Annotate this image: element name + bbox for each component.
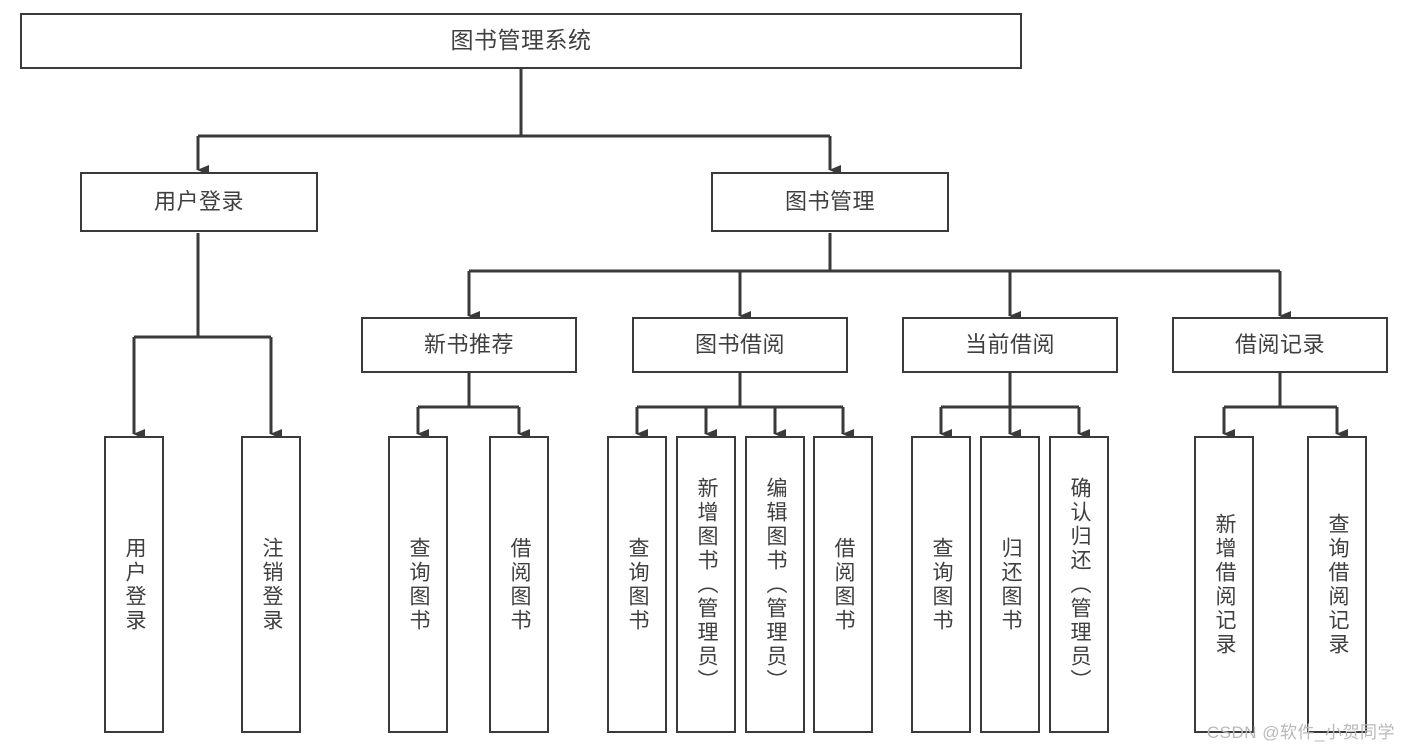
node-current-borrow[interactable]: 当前借阅 — [902, 317, 1118, 373]
leaf-user-login-1-label: 用户登录 — [123, 536, 147, 633]
leaf-book-borrow-1[interactable]: 查询图书 — [607, 436, 667, 733]
node-book-management[interactable]: 图书管理 — [711, 172, 949, 232]
leaf-book-borrow-4-label: 借阅图书 — [832, 536, 856, 633]
leaf-user-login-2-label: 注销登录 — [260, 536, 284, 633]
node-new-book-recommend[interactable]: 新书推荐 — [361, 317, 577, 373]
node-root-label: 图书管理系统 — [450, 27, 592, 54]
node-book-management-label: 图书管理 — [784, 188, 875, 214]
leaf-user-login-1[interactable]: 用户登录 — [104, 436, 164, 733]
leaf-borrow-record-2[interactable]: 查询借阅记录 — [1307, 436, 1367, 733]
node-borrow-record-label: 借阅记录 — [1234, 331, 1325, 357]
node-current-borrow-label: 当前借阅 — [964, 331, 1055, 357]
leaf-book-borrow-4[interactable]: 借阅图书 — [813, 436, 873, 733]
leaf-borrow-record-1[interactable]: 新增借阅记录 — [1194, 436, 1254, 733]
leaf-current-borrow-1[interactable]: 查询图书 — [911, 436, 971, 733]
node-new-book-recommend-label: 新书推荐 — [423, 331, 514, 357]
node-book-borrow[interactable]: 图书借阅 — [632, 317, 848, 373]
leaf-new-book-1-label: 查询图书 — [407, 536, 431, 633]
leaf-new-book-2[interactable]: 借阅图书 — [489, 436, 549, 733]
leaf-book-borrow-3-label: 编辑图书（管理员） — [764, 476, 788, 693]
leaf-new-book-2-label: 借阅图书 — [508, 536, 532, 633]
leaf-current-borrow-3[interactable]: 确认归还（管理员） — [1049, 436, 1109, 733]
leaf-current-borrow-2-label: 归还图书 — [999, 536, 1023, 633]
node-root[interactable]: 图书管理系统 — [20, 13, 1022, 69]
node-user-login-label: 用户登录 — [153, 188, 244, 214]
leaf-borrow-record-1-label: 新增借阅记录 — [1213, 512, 1237, 657]
leaf-new-book-1[interactable]: 查询图书 — [388, 436, 448, 733]
leaf-book-borrow-3[interactable]: 编辑图书（管理员） — [745, 436, 805, 733]
leaf-current-borrow-2[interactable]: 归还图书 — [980, 436, 1040, 733]
node-book-borrow-label: 图书借阅 — [694, 331, 785, 357]
leaf-book-borrow-1-label: 查询图书 — [626, 536, 650, 633]
leaf-book-borrow-2[interactable]: 新增图书（管理员） — [676, 436, 736, 733]
leaf-current-borrow-1-label: 查询图书 — [930, 536, 954, 633]
leaf-book-borrow-2-label: 新增图书（管理员） — [695, 476, 719, 693]
leaf-current-borrow-3-label: 确认归还（管理员） — [1068, 476, 1092, 693]
leaf-user-login-2[interactable]: 注销登录 — [241, 436, 301, 733]
node-user-login[interactable]: 用户登录 — [80, 172, 318, 232]
leaf-borrow-record-2-label: 查询借阅记录 — [1326, 512, 1350, 657]
node-borrow-record[interactable]: 借阅记录 — [1172, 317, 1388, 373]
